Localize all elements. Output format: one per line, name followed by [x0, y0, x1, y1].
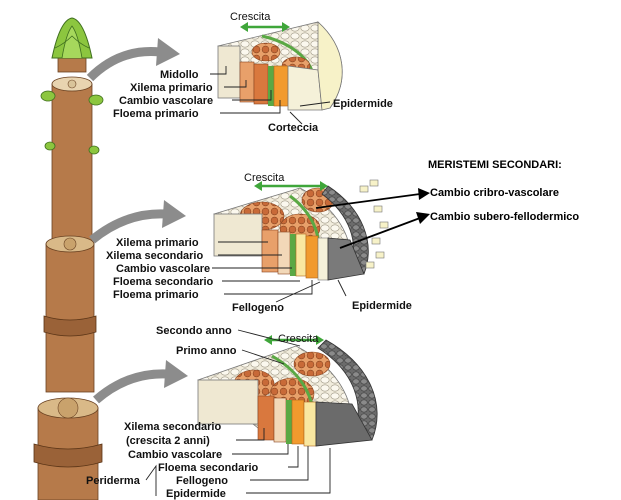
- label-xilema-secondario: Xilema secondario: [106, 250, 203, 262]
- label-cambio-vascolare: Cambio vascolare: [116, 263, 210, 275]
- label-fellogeno: Fellogeno: [232, 302, 284, 314]
- label-periderma: Periderma: [86, 475, 141, 487]
- label-floema-primario: Floema primario: [113, 108, 199, 120]
- meristems-title: MERISTEMI SECONDARI:: [428, 159, 562, 171]
- pith-section-icon: [68, 80, 76, 88]
- label-xilema-primario: Xilema primario: [130, 82, 213, 94]
- cross-section-second-year: Crescita Secondo anno Primo anno Xilema …: [86, 325, 377, 500]
- growth-arrow-icon: [240, 22, 290, 32]
- label-secondo-anno: Secondo anno: [156, 325, 232, 337]
- label-midollo: Midollo: [160, 69, 199, 81]
- label-epidermide: Epidermide: [166, 488, 226, 500]
- label-floema-secondario: Floema secondario: [158, 462, 259, 474]
- label-cambio-vascolare: Cambio vascolare: [119, 95, 213, 107]
- label-xilema-secondario: Xilema secondario: [124, 421, 221, 433]
- pointer-arrow-icon: [92, 200, 186, 240]
- label-epidermide: Epidermide: [333, 98, 393, 110]
- growth-label: Crescita: [230, 11, 271, 23]
- stem-segment-top: [52, 77, 92, 254]
- meristem-item: Cambio subero-fellodermico: [430, 211, 579, 223]
- growth-label: Crescita: [244, 172, 285, 184]
- label-primo-anno: Primo anno: [176, 345, 237, 357]
- label-cambio-vascolare: Cambio vascolare: [128, 449, 222, 461]
- stem-illustration: [34, 18, 103, 500]
- cross-section-first-year: Crescita Xilema primario Xilema secondar…: [106, 172, 412, 314]
- stem-segment-middle: [44, 236, 96, 392]
- label-floema-secondario: Floema secondario: [113, 276, 214, 288]
- cross-section-primary: Crescita Midollo Xilema primario Cambio …: [113, 11, 393, 134]
- apical-bud-icon: [52, 18, 92, 72]
- pointer-arrow-icon: [96, 360, 188, 400]
- growth-label: Crescita: [278, 333, 319, 345]
- label-epidermide: Epidermide: [352, 300, 412, 312]
- label-corteccia: Corteccia: [268, 122, 319, 134]
- label-floema-primario: Floema primario: [113, 289, 199, 301]
- label-fellogeno: Fellogeno: [176, 475, 228, 487]
- label-xilema-primario: Xilema primario: [116, 237, 199, 249]
- meristem-item: Cambio cribro-vascolare: [430, 187, 559, 199]
- label-crescita-2-anni: (crescita 2 anni): [126, 435, 210, 447]
